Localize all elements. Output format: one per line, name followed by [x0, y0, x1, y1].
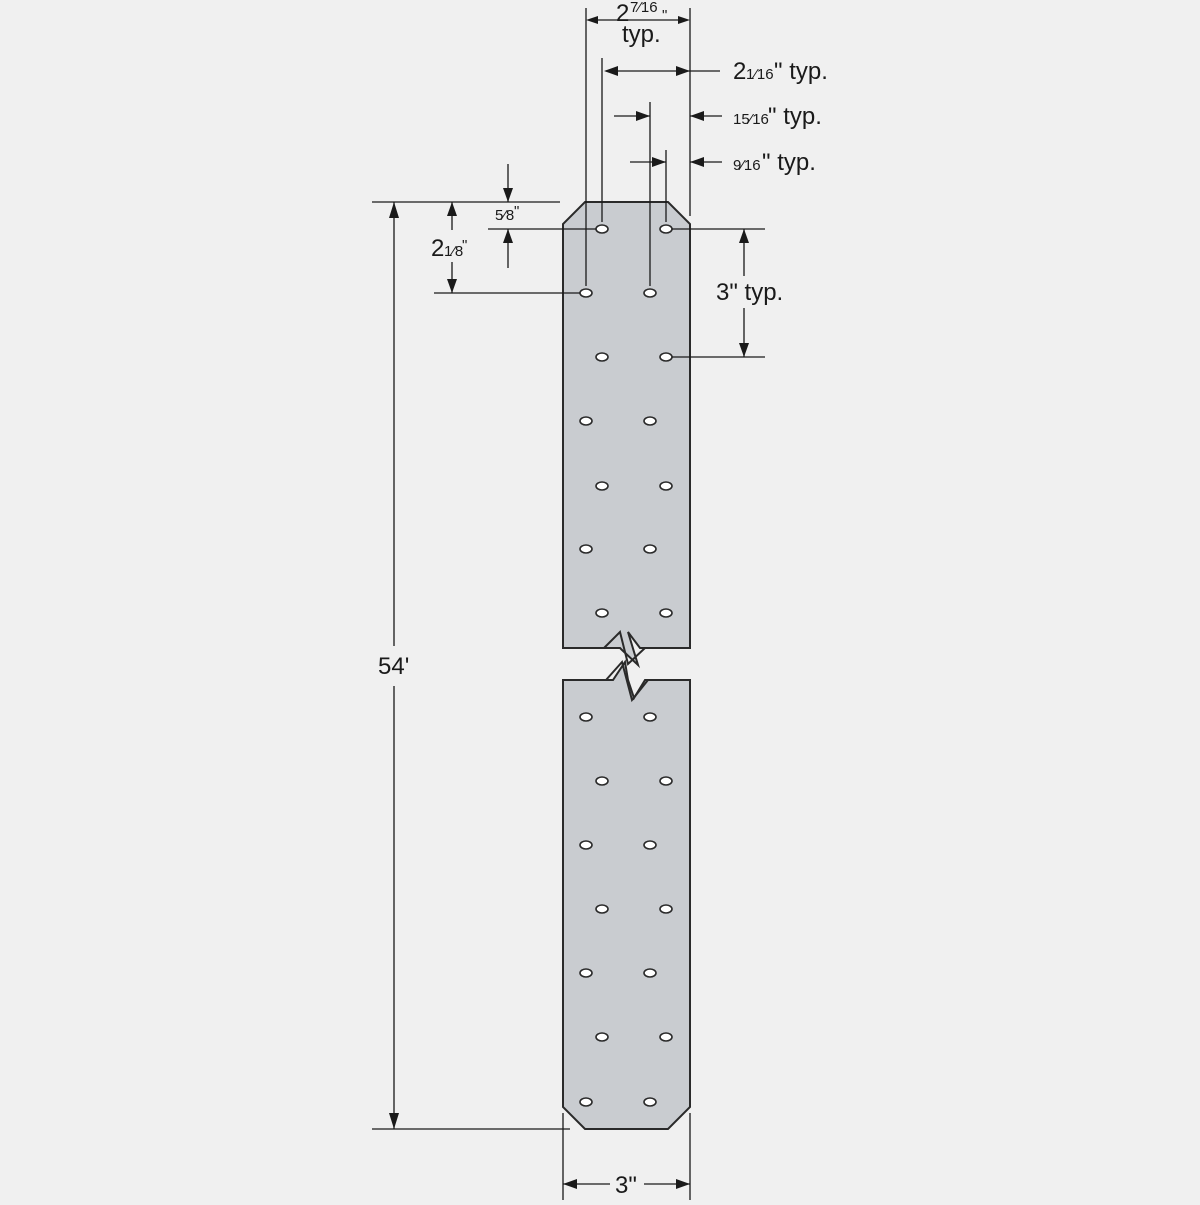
- nail-hole: [643, 968, 657, 978]
- nail-hole: [643, 544, 657, 554]
- length-label: 54': [378, 653, 409, 680]
- nail-hole: [595, 904, 609, 914]
- nail-hole: [579, 968, 593, 978]
- second-row-unit: ": [462, 237, 467, 254]
- center-spacing-suffix: " typ.: [774, 58, 828, 85]
- overall-width-top-fraction: 7⁄16: [630, 0, 658, 16]
- nail-hole: [579, 544, 593, 554]
- nail-hole: [643, 288, 657, 298]
- edge-fraction: 9⁄16: [733, 157, 761, 174]
- stagger-fraction: 15⁄16: [733, 111, 769, 128]
- nail-hole: [659, 352, 673, 362]
- nail-hole: [643, 1097, 657, 1107]
- nail-hole: [579, 712, 593, 722]
- top-edge-fraction: 5⁄8: [495, 207, 514, 224]
- stagger-suffix: " typ.: [768, 103, 822, 130]
- nail-hole: [595, 776, 609, 786]
- top-edge-unit: ": [514, 203, 519, 220]
- nail-hole: [659, 481, 673, 491]
- nail-hole: [643, 416, 657, 426]
- nail-hole: [595, 352, 609, 362]
- dimension-top-edge: 5⁄8 ": [372, 164, 596, 268]
- nail-hole: [659, 224, 673, 234]
- dimension-second-row: 2 1⁄8 ": [431, 202, 580, 294]
- nail-hole: [595, 608, 609, 618]
- nail-hole: [643, 712, 657, 722]
- nail-hole: [579, 1097, 593, 1107]
- break-line-top: [603, 630, 646, 666]
- dimension-row-spacing: 3" typ.: [672, 228, 783, 358]
- dimension-length: 54': [372, 202, 570, 1130]
- width-label: 3": [615, 1172, 637, 1199]
- dimension-overall-width-top: 2 7⁄16 " typ.: [585, 0, 691, 286]
- dimension-stagger: 15⁄16 " typ.: [614, 102, 822, 286]
- edge-suffix: " typ.: [762, 149, 816, 176]
- overall-width-top-whole: 2: [616, 0, 629, 27]
- nail-hole: [595, 481, 609, 491]
- overall-width-top-unit: ": [662, 7, 667, 24]
- fastener-holes-top: [579, 224, 673, 618]
- nail-hole: [659, 608, 673, 618]
- row-spacing-label: 3" typ.: [716, 279, 783, 306]
- nail-hole: [595, 224, 609, 234]
- nail-hole: [659, 776, 673, 786]
- overall-width-top-suffix: typ.: [622, 21, 661, 48]
- strap-bottom-segment: [562, 659, 691, 1130]
- fastener-holes-bottom: [579, 712, 673, 1107]
- nail-hole: [659, 904, 673, 914]
- center-spacing-whole: 2: [733, 58, 746, 85]
- break-line-bottom: [605, 659, 649, 703]
- dimension-edge-distance: 9⁄16 " typ.: [630, 149, 816, 222]
- nail-hole: [579, 288, 593, 298]
- center-spacing-fraction: 1⁄16: [746, 66, 774, 83]
- nail-hole: [579, 840, 593, 850]
- nail-hole: [643, 840, 657, 850]
- nail-hole: [595, 1032, 609, 1042]
- dimension-width: 3": [562, 1113, 691, 1200]
- second-row-whole: 2: [431, 235, 444, 262]
- nail-hole: [579, 416, 593, 426]
- strap-top-segment: [562, 201, 691, 669]
- second-row-fraction: 1⁄8: [444, 243, 463, 260]
- nail-hole: [659, 1032, 673, 1042]
- dimension-center-spacing: 2 1⁄16 " typ.: [601, 58, 828, 222]
